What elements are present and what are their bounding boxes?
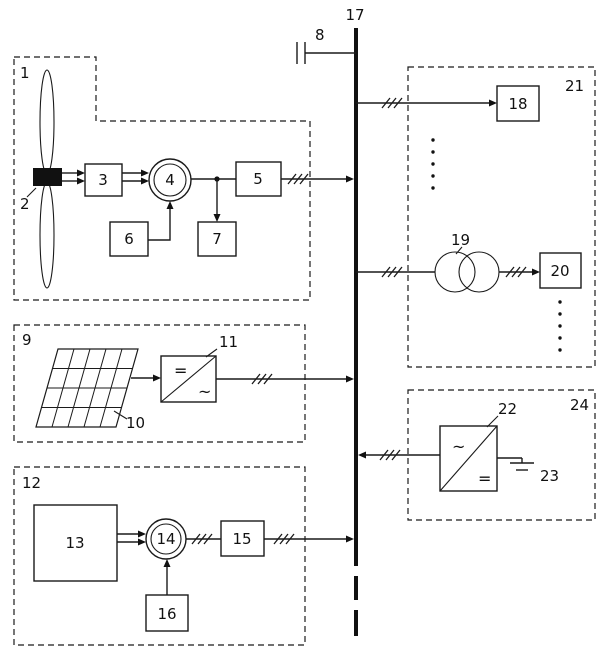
wire-bus-to-transformer	[356, 266, 435, 278]
wind-converter-box	[235, 161, 282, 197]
genset-system-outline	[13, 466, 306, 646]
gearbox-label: 3	[98, 171, 108, 189]
hub-label: 2	[20, 195, 30, 213]
wire-bus-to-storage	[358, 449, 440, 461]
storage-group-label: 24	[570, 396, 589, 414]
more-loads-dots-2	[558, 300, 562, 352]
bus-label: 17	[345, 6, 364, 24]
wind-system-outline	[13, 56, 311, 301]
pv-system: 9 10 = ~ 11	[13, 324, 354, 443]
capacitor: 8	[296, 26, 356, 64]
three-phase-hash	[381, 266, 403, 278]
turbine-blades	[33, 69, 62, 289]
capacitor-label: 8	[315, 26, 325, 44]
genset-generator: 14	[145, 518, 187, 560]
genset-system-label: 12	[22, 474, 41, 492]
load-group-label: 21	[565, 77, 584, 95]
three-phase-hash	[191, 533, 213, 545]
pv-inverter-label: 11	[219, 333, 238, 351]
genset-system: 12 13 14 15	[13, 466, 354, 646]
load-group-outline	[407, 66, 596, 368]
pv-inverter-pointer	[205, 348, 218, 358]
storage-converter-label: 22	[498, 400, 517, 418]
prime-mover-box	[33, 504, 118, 582]
ac-symbol: ~	[198, 382, 211, 401]
wind-controller-box	[109, 221, 149, 257]
genset-controller-label: 16	[157, 605, 176, 623]
genset-generator-label: 14	[156, 530, 175, 548]
gearbox-box	[84, 163, 123, 197]
more-loads-dots	[431, 138, 435, 190]
wire-generator-converter	[186, 533, 221, 545]
wire-pv-to-bus	[216, 373, 354, 385]
three-phase-hash	[379, 449, 401, 461]
load-a-box	[496, 85, 540, 122]
wire-wind-to-bus	[281, 173, 354, 185]
battery	[497, 457, 534, 471]
shaft-hub-gearbox	[62, 169, 85, 185]
pv-system-label: 9	[22, 331, 32, 349]
turbine-hub	[33, 168, 62, 186]
pv-inverter: = ~	[160, 355, 217, 403]
three-phase-hash	[381, 97, 403, 109]
hub-pointer	[26, 187, 37, 198]
prime-mover-label: 13	[65, 534, 84, 552]
genset-converter-box	[220, 520, 265, 557]
wire-controller-to-generator	[148, 201, 174, 241]
shaft-mover-generator	[117, 530, 146, 546]
load-a-label: 18	[508, 95, 527, 113]
dc-symbol: =	[478, 469, 491, 488]
dc-symbol: =	[174, 361, 187, 380]
three-phase-hash	[273, 533, 295, 545]
load-group: 21 18	[356, 66, 596, 368]
tap-to-aux	[213, 179, 221, 222]
wind-converter-label: 5	[253, 170, 263, 188]
three-phase-hash	[505, 266, 527, 278]
wire-bus-to-load-a	[356, 97, 497, 109]
pv-panel-label: 10	[126, 414, 145, 432]
wire-controller-to-genset-generator	[163, 559, 171, 595]
aux-block-label: 7	[212, 230, 222, 248]
wire-genset-to-bus	[264, 533, 354, 545]
transformer-label: 19	[451, 231, 470, 249]
pv-system-outline	[13, 324, 306, 443]
wire-panel-inverter	[131, 374, 161, 382]
load-b-box	[539, 252, 582, 289]
wind-generator: 4	[148, 158, 192, 202]
battery-label: 23	[540, 467, 559, 485]
transformer-pointer	[455, 246, 463, 255]
wind-generator-label: 4	[165, 171, 175, 189]
wind-controller-label: 6	[124, 230, 134, 248]
wind-system-label: 1	[20, 64, 30, 82]
aux-block-box	[197, 221, 237, 257]
storage-group: 24 ~ = 22 23	[358, 389, 596, 521]
storage-group-outline	[407, 389, 596, 521]
wind-system: 1 2 3 4	[13, 56, 354, 301]
wire-transformer-to-load-b	[499, 266, 540, 278]
ac-symbol: ~	[452, 437, 465, 456]
pv-panel	[35, 348, 139, 428]
three-phase-hash	[251, 373, 273, 385]
transformer	[434, 251, 500, 293]
storage-converter-pointer	[486, 415, 499, 428]
bus-bar: 17	[345, 6, 365, 636]
three-phase-hash	[287, 173, 309, 185]
load-b-label: 20	[550, 262, 569, 280]
shaft-gearbox-generator	[122, 169, 149, 185]
pv-panel-pointer	[113, 410, 128, 420]
storage-converter: ~ =	[439, 425, 498, 492]
genset-converter-label: 15	[232, 530, 251, 548]
